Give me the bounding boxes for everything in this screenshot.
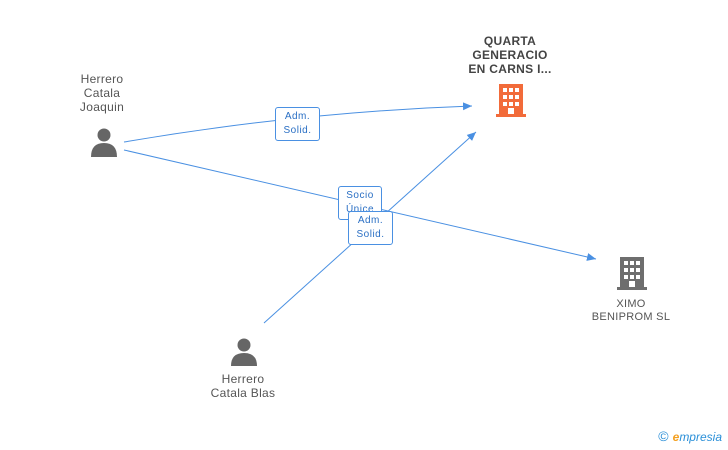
edge-label-blas-quarta[interactable]: Adm. Solid. <box>348 211 393 245</box>
person-label-joaquin[interactable]: Herrero Catala Joaquin <box>64 72 140 114</box>
edge-label-line: Socio <box>346 190 374 201</box>
label-line: Joaquin <box>79 100 125 114</box>
building-icon[interactable] <box>496 84 526 117</box>
edge-label-line: Solid. <box>356 229 385 240</box>
edge-label-line: Adm. <box>284 111 311 122</box>
empresia-watermark: ©empresia <box>658 428 722 444</box>
edge-label-line: Adm. <box>357 215 384 226</box>
label-line: BENIPROM SL <box>591 311 671 323</box>
company-label-ximo[interactable]: XIMO BENIPROM SL <box>586 298 676 324</box>
label-line: Catala Blas <box>210 386 276 400</box>
brand-name: mpresia <box>679 430 722 444</box>
label-line: GENERACIO <box>472 48 548 62</box>
label-line: Herrero <box>221 372 265 386</box>
edge-label-line: Únice <box>345 204 375 215</box>
person-icon[interactable] <box>91 128 117 158</box>
person-label-blas[interactable]: Herrero Catala Blas <box>198 372 288 400</box>
edge-label-joaquin-quarta[interactable]: Adm. Solid. <box>275 107 320 141</box>
label-line: EN CARNS I... <box>468 62 552 76</box>
edge-label-line: Solid. <box>283 125 312 136</box>
label-line: XIMO <box>616 298 646 310</box>
copyright-symbol: © <box>658 428 669 444</box>
building-icon[interactable] <box>617 257 647 290</box>
person-icon[interactable] <box>231 338 257 367</box>
label-line: Herrero <box>80 72 124 86</box>
brand-initial: e <box>672 430 680 444</box>
company-label-quarta[interactable]: QUARTA GENERACIO EN CARNS I... <box>458 34 562 76</box>
label-line: Catala <box>83 86 121 100</box>
label-line: QUARTA <box>483 34 537 48</box>
